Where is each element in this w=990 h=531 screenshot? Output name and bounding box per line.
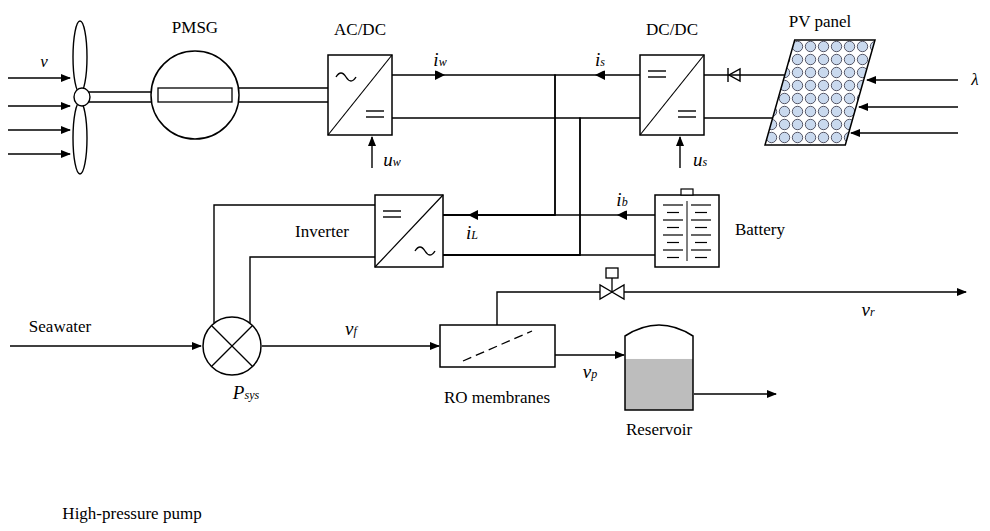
flow-label: Seawater	[29, 318, 91, 337]
edge-label: is	[593, 50, 607, 71]
control-arrows	[372, 137, 680, 168]
edge-label: vp	[581, 362, 599, 383]
irradiance: λ	[971, 71, 978, 90]
component-name: Inverter	[295, 223, 349, 242]
pv-panel: PV panel	[765, 40, 875, 145]
reservoir-outline	[625, 322, 693, 410]
connector	[704, 75, 785, 118]
component-name: RO membranes	[444, 389, 550, 408]
control-signal: us	[691, 150, 709, 171]
control-signal: uw	[381, 150, 403, 171]
component-name: AC/DC	[334, 21, 386, 40]
pump: High-pressure pump	[202, 316, 262, 376]
connector	[555, 355, 624, 356]
battery-outline	[655, 195, 719, 267]
edge-label: vf	[343, 319, 359, 340]
power-label: Psys	[231, 383, 261, 404]
current-label: iL	[464, 223, 480, 244]
component-name: DC/DC	[646, 21, 698, 40]
component-name: PV panel	[789, 13, 852, 32]
irradiance-arrows	[851, 80, 958, 133]
converter-outline	[328, 55, 392, 135]
generator: PMSG	[150, 50, 240, 140]
edge-label: iw	[431, 50, 448, 71]
component-name: Reservoir	[626, 421, 692, 440]
connector	[214, 205, 375, 323]
turbine-rotor	[73, 21, 152, 174]
pv-panel-outline	[765, 40, 875, 145]
ro-membrane: RO membranes	[440, 325, 555, 367]
component-name: Battery	[735, 221, 785, 240]
inverter-outline	[375, 195, 443, 267]
generator-outline	[150, 50, 240, 140]
brine-outlet	[497, 292, 966, 325]
converter: AC/DC	[328, 55, 392, 135]
connector	[443, 70, 640, 255]
flow-label: vr	[859, 300, 876, 321]
water-outflow	[694, 393, 776, 394]
converter: DC/DC	[640, 55, 704, 135]
converter-outline	[640, 55, 704, 135]
connector	[238, 88, 328, 102]
battery: Battery	[655, 195, 719, 267]
component-name: PMSG	[172, 19, 218, 38]
connector	[443, 210, 655, 255]
inverter: Inverter	[375, 195, 443, 267]
reservoir: Reservoir	[625, 322, 693, 410]
wind-arrows	[8, 78, 70, 154]
wind-speed: v	[40, 53, 48, 72]
valve-symbol	[600, 268, 624, 299]
connector	[262, 346, 439, 347]
ro-membrane-outline	[440, 325, 555, 367]
pump-outline	[202, 316, 262, 376]
component-name: High-pressure pump	[62, 505, 201, 524]
edge-label: ib	[614, 190, 629, 211]
seawater-inflow	[10, 345, 201, 346]
